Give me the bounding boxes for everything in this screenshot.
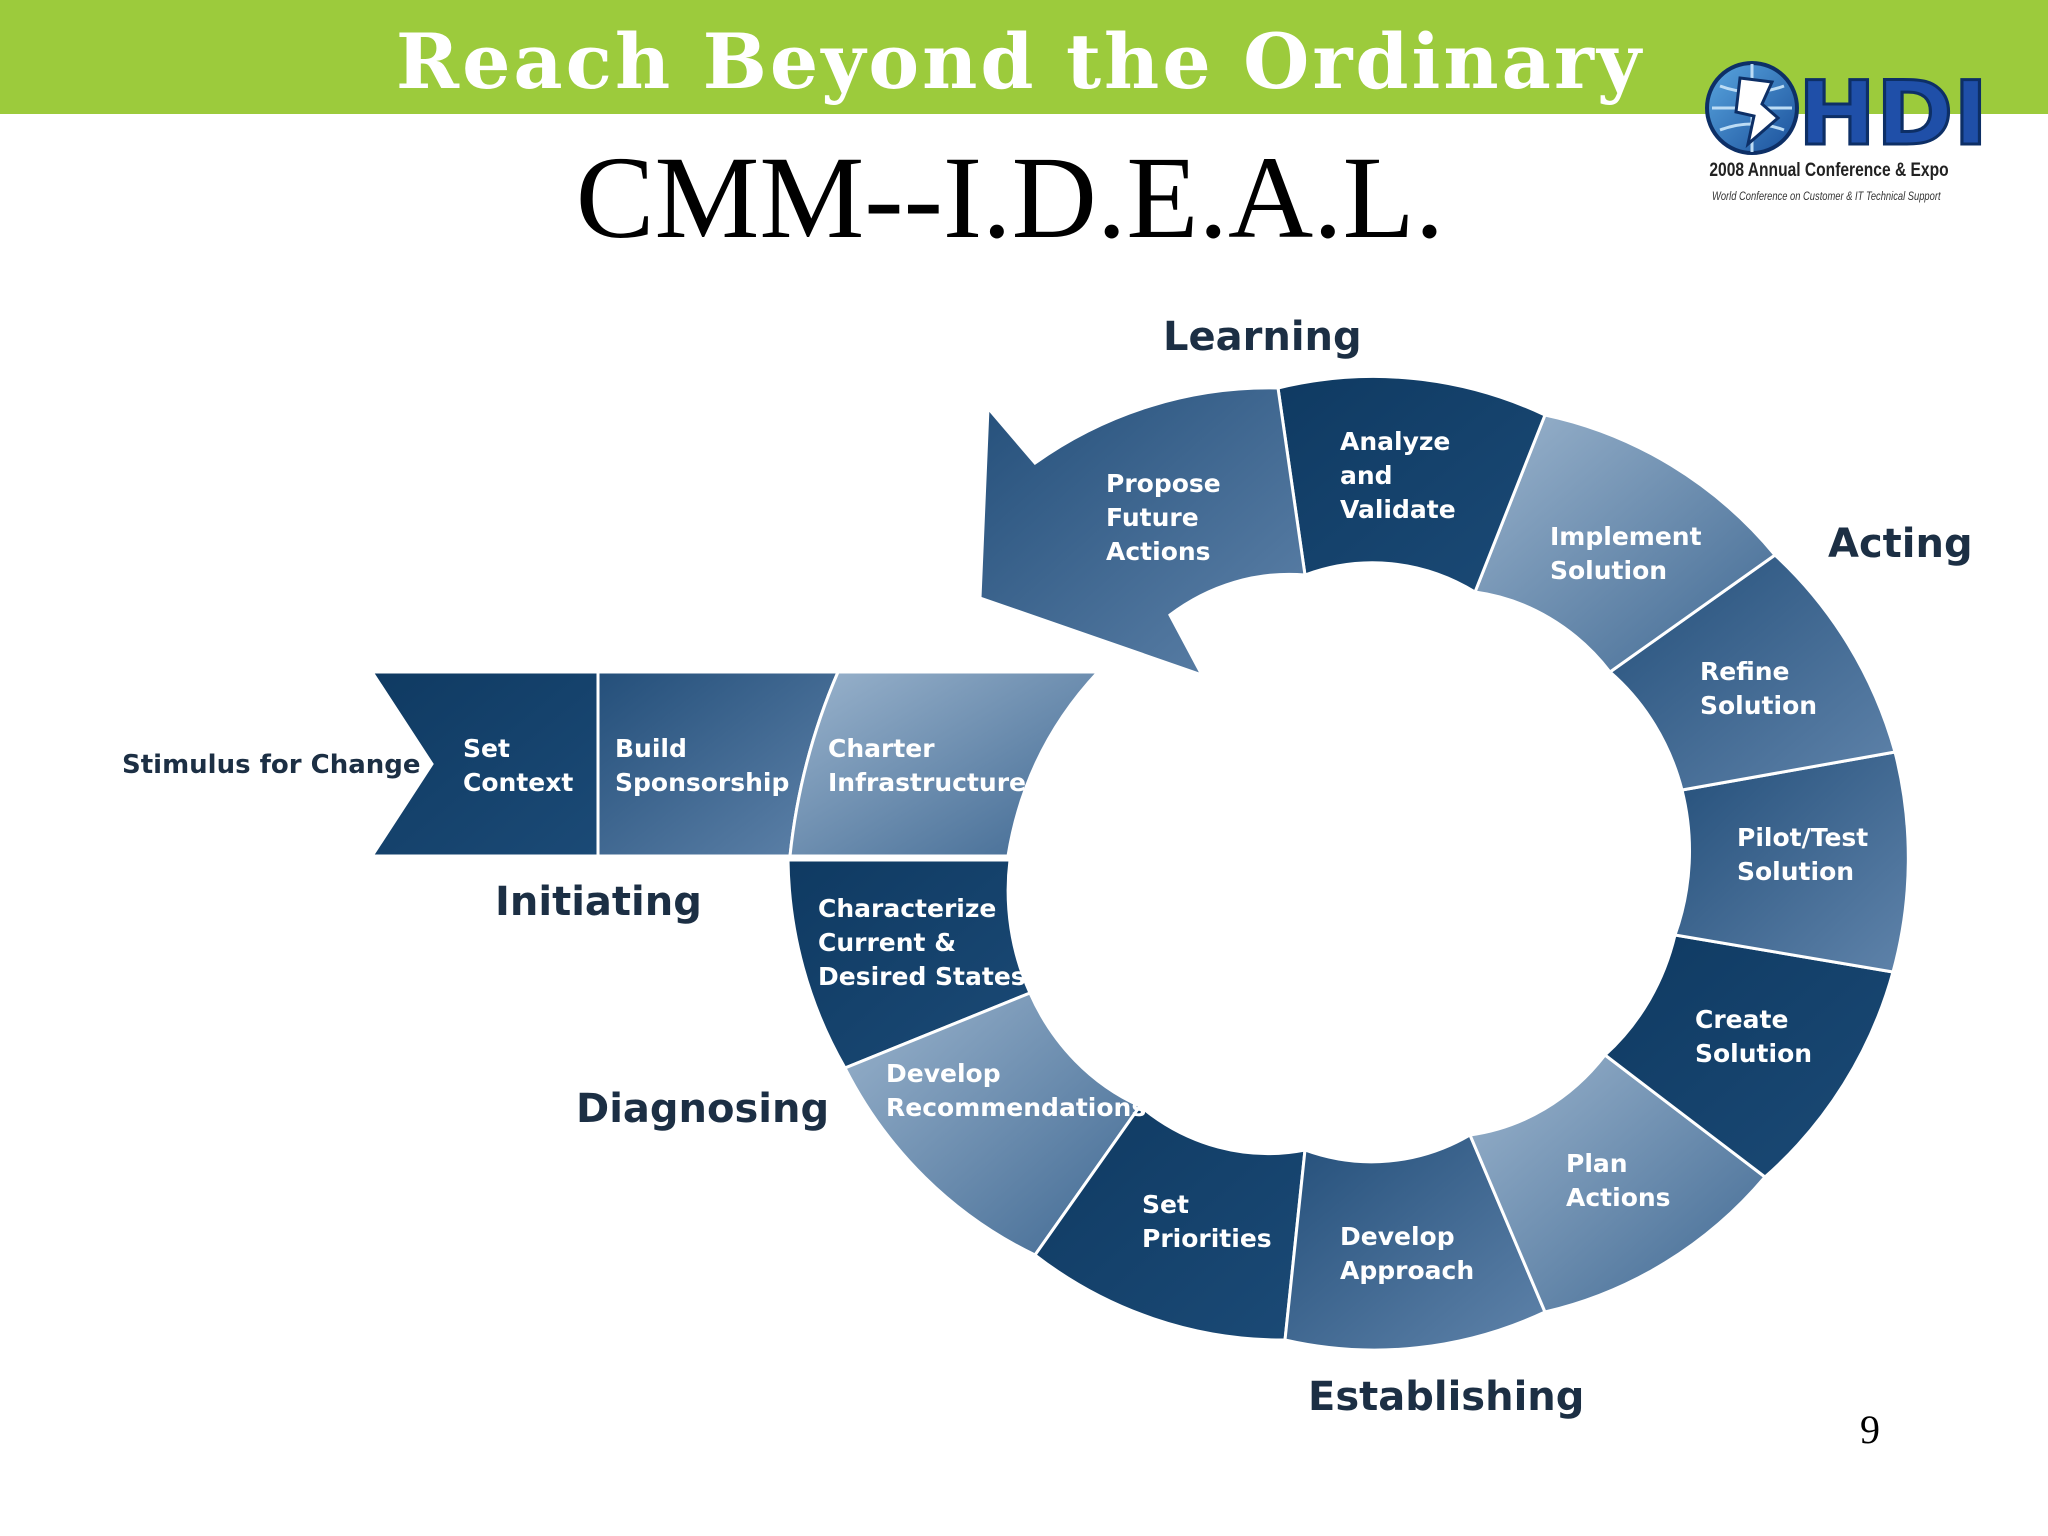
phase-diagnosing: Diagnosing [576, 1086, 829, 1132]
phase-establishing: Establishing [1308, 1374, 1584, 1420]
initiating-banner [369, 670, 1102, 858]
label-stimulus-for-change: Stimulus for Change [122, 750, 421, 780]
globe-icon [1705, 61, 1799, 155]
segment-propose-future-actions [978, 386, 1307, 678]
page-number: 9 [1860, 1407, 1880, 1452]
phase-initiating: Initiating [495, 879, 702, 925]
logo-subtitle-text: World Conference on Customer & IT Techni… [1712, 189, 1941, 203]
logo-wordmark: HDI [1798, 62, 1988, 165]
segment-set-context [369, 670, 600, 858]
phase-labels: Stimulus for Change Initiating Diagnosin… [122, 314, 1973, 1420]
ring-segments [786, 374, 1910, 1352]
banner-text: Reach Beyond the Ordinary [395, 17, 1645, 106]
phase-acting: Acting [1828, 521, 1973, 567]
header-banner: Reach Beyond the Ordinary [0, 0, 2048, 114]
segment-charter-infrastructure [788, 670, 1102, 858]
logo-conference-text: 2008 Annual Conference & Expo [1709, 160, 1949, 181]
slide-title: CMM--I.D.E.A.L. [575, 132, 1445, 263]
hdi-logo: HDI [1705, 61, 1990, 167]
phase-learning: Learning [1163, 314, 1362, 360]
